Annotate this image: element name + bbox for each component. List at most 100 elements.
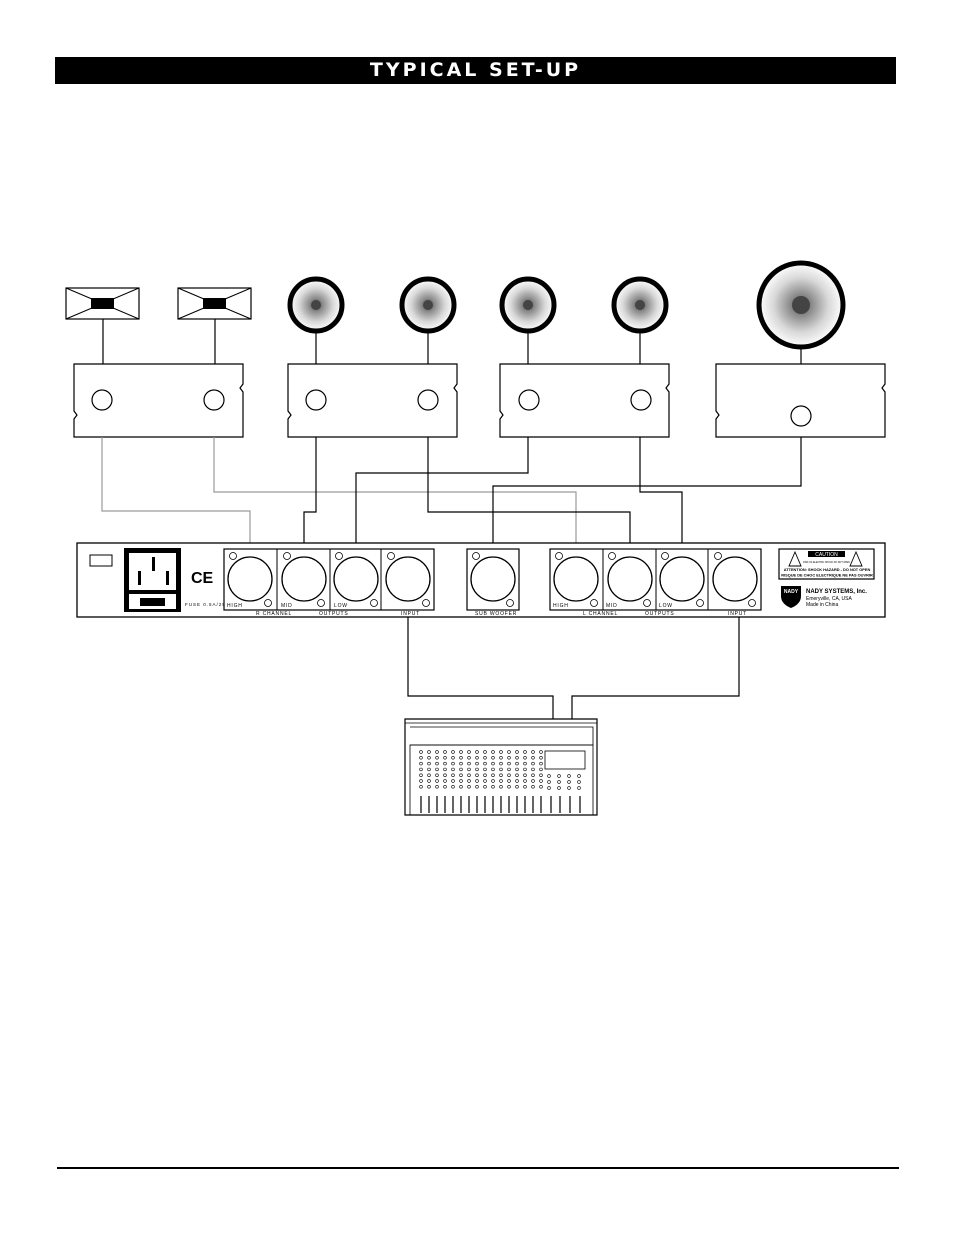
mixer-knob bbox=[515, 779, 519, 783]
mixer-knob bbox=[443, 761, 447, 766]
mixer-knob bbox=[459, 779, 463, 783]
mixer-knob bbox=[539, 767, 543, 772]
mixer-knob bbox=[475, 773, 479, 777]
mixer-knob bbox=[427, 773, 431, 777]
mixer-knob bbox=[507, 756, 511, 760]
mixer-knob bbox=[419, 785, 423, 789]
mixer-knob bbox=[531, 767, 535, 772]
mixer-knob bbox=[557, 786, 561, 790]
cone-speaker-2 bbox=[399, 276, 457, 334]
sub-woofer-output-jack bbox=[470, 556, 516, 602]
mixer-knob bbox=[531, 761, 535, 766]
mixer-knob bbox=[499, 750, 503, 754]
warning-triangle-icon bbox=[788, 550, 802, 567]
amplifier-4 bbox=[715, 363, 886, 438]
mixer-knob bbox=[419, 761, 423, 766]
mixer-knob bbox=[459, 767, 463, 772]
mixer-knob bbox=[515, 756, 519, 760]
mixer-knob bbox=[435, 785, 439, 789]
amplifier-2 bbox=[287, 363, 458, 438]
mixer-knobs bbox=[419, 750, 581, 790]
mixer-knob bbox=[547, 774, 551, 778]
mixer-knob bbox=[507, 785, 511, 789]
power-inlet bbox=[124, 548, 181, 612]
mixer-knob bbox=[467, 785, 471, 789]
mixer-knob bbox=[491, 750, 495, 754]
amplifier-1 bbox=[73, 363, 244, 438]
sub-woofer-label: SUB WOOFER bbox=[475, 611, 517, 617]
mixer-knob bbox=[523, 773, 527, 777]
mixer-knob bbox=[507, 750, 511, 754]
mixer-knob bbox=[491, 756, 495, 760]
mixer-knob bbox=[419, 750, 423, 754]
mixer-knob bbox=[459, 756, 463, 760]
made-in-label: Made in China bbox=[806, 602, 838, 608]
mixer-knob bbox=[531, 773, 535, 777]
horn-speaker-2 bbox=[177, 287, 252, 320]
mixer-knob bbox=[419, 779, 423, 783]
mixer-faders bbox=[420, 796, 581, 813]
mixer-knob bbox=[491, 761, 495, 766]
r-low-label: LOW bbox=[334, 603, 348, 609]
mixer-knob bbox=[483, 773, 487, 777]
mixer-knob bbox=[451, 773, 455, 777]
mixer-knob bbox=[443, 779, 447, 783]
mixer-knob bbox=[419, 773, 423, 777]
mixer-knob bbox=[491, 773, 495, 777]
mixer-knob bbox=[567, 780, 571, 784]
mixer-knob bbox=[499, 756, 503, 760]
mixer-knob bbox=[539, 779, 543, 783]
mixer-knob bbox=[515, 773, 519, 777]
mixer-knob bbox=[523, 750, 527, 754]
mixer-knob bbox=[459, 785, 463, 789]
mixer-knob bbox=[577, 780, 581, 784]
cone-speaker-1 bbox=[287, 276, 345, 334]
mixer-knob bbox=[459, 773, 463, 777]
mixer-knob bbox=[467, 756, 471, 760]
mixer-knob bbox=[435, 756, 439, 760]
mixer-knob bbox=[443, 785, 447, 789]
mixer-knob bbox=[515, 785, 519, 789]
mixer-knob bbox=[427, 785, 431, 789]
mixer-knob bbox=[475, 785, 479, 789]
mixer-knob bbox=[483, 785, 487, 789]
subwoofer-speaker bbox=[756, 260, 846, 350]
mixer-knob bbox=[427, 779, 431, 783]
mixer-knob bbox=[427, 767, 431, 772]
mixer-knob bbox=[459, 761, 463, 766]
mixing-console bbox=[404, 718, 598, 816]
mixer-knob bbox=[443, 756, 447, 760]
mixer-knob bbox=[523, 785, 527, 789]
mixer-knob bbox=[557, 780, 561, 784]
mixer-knob bbox=[435, 750, 439, 754]
cone-speaker-3 bbox=[499, 276, 557, 334]
horn-speaker-1 bbox=[65, 287, 140, 320]
mixer-knob bbox=[539, 785, 543, 789]
crossover-rear-panel: CE FUSE 0.5A/250V HIGH MID LOW R CHANNEL… bbox=[76, 542, 886, 618]
mixer-knob bbox=[467, 773, 471, 777]
input-cables bbox=[407, 617, 740, 719]
r-input-label: INPUT bbox=[401, 611, 420, 617]
mixer-knob bbox=[483, 756, 487, 760]
r-low-output-jack bbox=[333, 556, 379, 602]
mixer-knob bbox=[491, 767, 495, 772]
mixer-knob bbox=[515, 767, 519, 772]
mixer-knob bbox=[467, 779, 471, 783]
cone-speaker-4 bbox=[611, 276, 669, 334]
caution-text: CAUTION bbox=[815, 552, 838, 558]
mixer-knob bbox=[499, 767, 503, 772]
mixer-knob bbox=[547, 780, 551, 784]
l-channel-label: L CHANNEL bbox=[583, 611, 618, 617]
mixer-knob bbox=[567, 774, 571, 778]
r-outputs-label: OUTPUTS bbox=[319, 611, 349, 617]
l-low-label: LOW bbox=[659, 603, 673, 609]
mixer-knob bbox=[475, 767, 479, 772]
r-channel-connectors: HIGH MID LOW R CHANNEL OUTPUTS INPUT bbox=[223, 548, 435, 617]
mixer-knob bbox=[515, 761, 519, 766]
mixer-knob bbox=[507, 779, 511, 783]
speaker-leads bbox=[102, 319, 802, 364]
mixer-knob bbox=[451, 750, 455, 754]
sub-woofer-connector: SUB WOOFER bbox=[466, 548, 520, 617]
high-cables bbox=[101, 437, 577, 543]
